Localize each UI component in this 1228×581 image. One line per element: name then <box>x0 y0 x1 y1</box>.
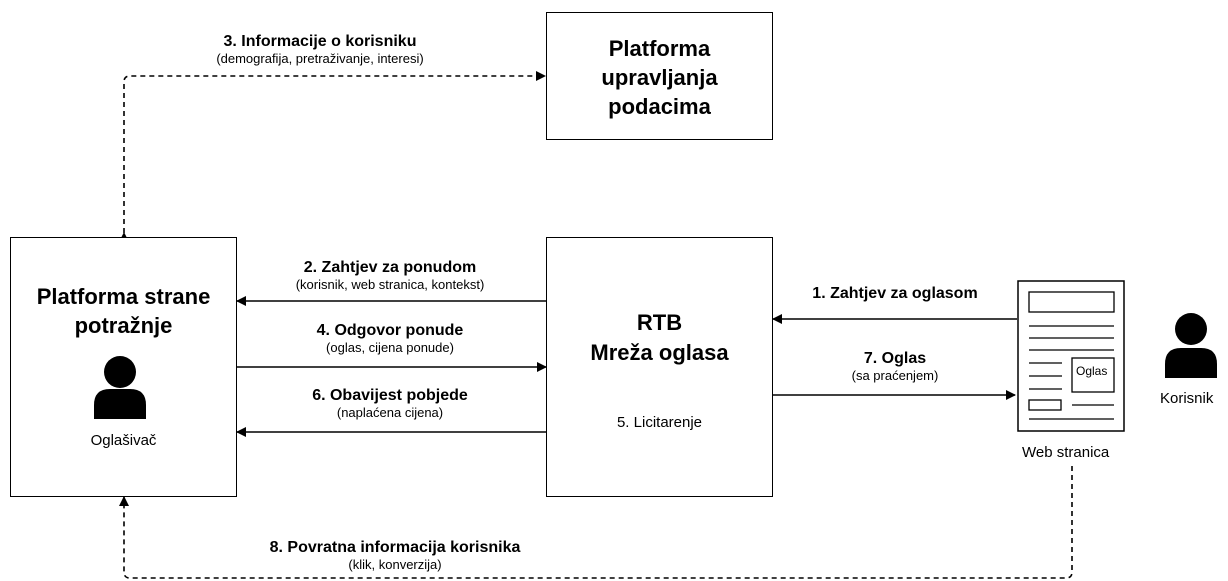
edge-4-title: 4. Odgovor ponude <box>316 322 464 339</box>
edge-7-detail: (sa praćenjem) <box>851 368 939 383</box>
dmp-title: Platforma upravljanja podacima <box>601 36 718 119</box>
webpage-caption: Web stranica <box>1022 444 1110 461</box>
edge-1-title: 1. Zahtjev za oglasom <box>812 285 978 302</box>
edge-8-line <box>119 466 1073 579</box>
edge-2-detail: (korisnik, web stranica, kontekst) <box>295 277 485 292</box>
dsp-title: Platforma strane potražnje <box>36 284 211 338</box>
edge-8-label: 8. Povratna informacija korisnika (klik,… <box>240 539 550 572</box>
edge-2-label: 2. Zahtjev za ponudom (korisnik, web str… <box>240 259 540 292</box>
edge-6-label: 6. Obavijest pobjede (naplaćena cijena) <box>240 387 540 420</box>
edge-8-title: 8. Povratna informacija korisnika <box>269 539 521 556</box>
edge-6-detail: (naplaćena cijena) <box>336 405 444 420</box>
dsp-node: Platforma strane potražnje Oglašivač <box>10 237 237 497</box>
webpage-ad-label: Oglas <box>1076 364 1108 378</box>
edge-1-label: 1. Zahtjev za oglasom <box>780 285 1010 303</box>
rtb-step-label: 5. Licitarenje <box>616 414 703 431</box>
edge-4-detail: (oglas, cijena ponude) <box>326 340 454 355</box>
edge-3-detail: (demografija, pretraživanje, interesi) <box>216 51 424 66</box>
edge-3-title: 3. Informacije o korisniku <box>223 33 417 50</box>
edge-7-title: 7. Oglas <box>863 350 927 367</box>
edge-3-label: 3. Informacije o korisniku (demografija,… <box>170 33 470 66</box>
advertiser-person-icon <box>94 356 146 419</box>
edge-3-line <box>119 71 546 242</box>
edge-7-label: 7. Oglas (sa praćenjem) <box>780 350 1010 383</box>
user-caption: Korisnik <box>1160 390 1214 407</box>
edge-4-label: 4. Odgovor ponude (oglas, cijena ponude) <box>240 322 540 355</box>
advertiser-label: Oglašivač <box>90 432 157 449</box>
rtb-title-line2: Mreža oglasa <box>590 340 729 365</box>
edge-6-title: 6. Obavijest pobjede <box>312 387 468 404</box>
rtb-title-line1: RTB <box>636 310 683 335</box>
edge-8-detail: (klik, konverzija) <box>348 557 442 572</box>
edge-2-title: 2. Zahtjev za ponudom <box>303 259 477 276</box>
webpage-document-icon <box>1017 280 1125 432</box>
dmp-node: Platforma upravljanja podacima <box>546 12 773 140</box>
user-person-icon <box>1165 313 1217 378</box>
rtb-node: RTB Mreža oglasa 5. Licitarenje <box>546 237 773 497</box>
